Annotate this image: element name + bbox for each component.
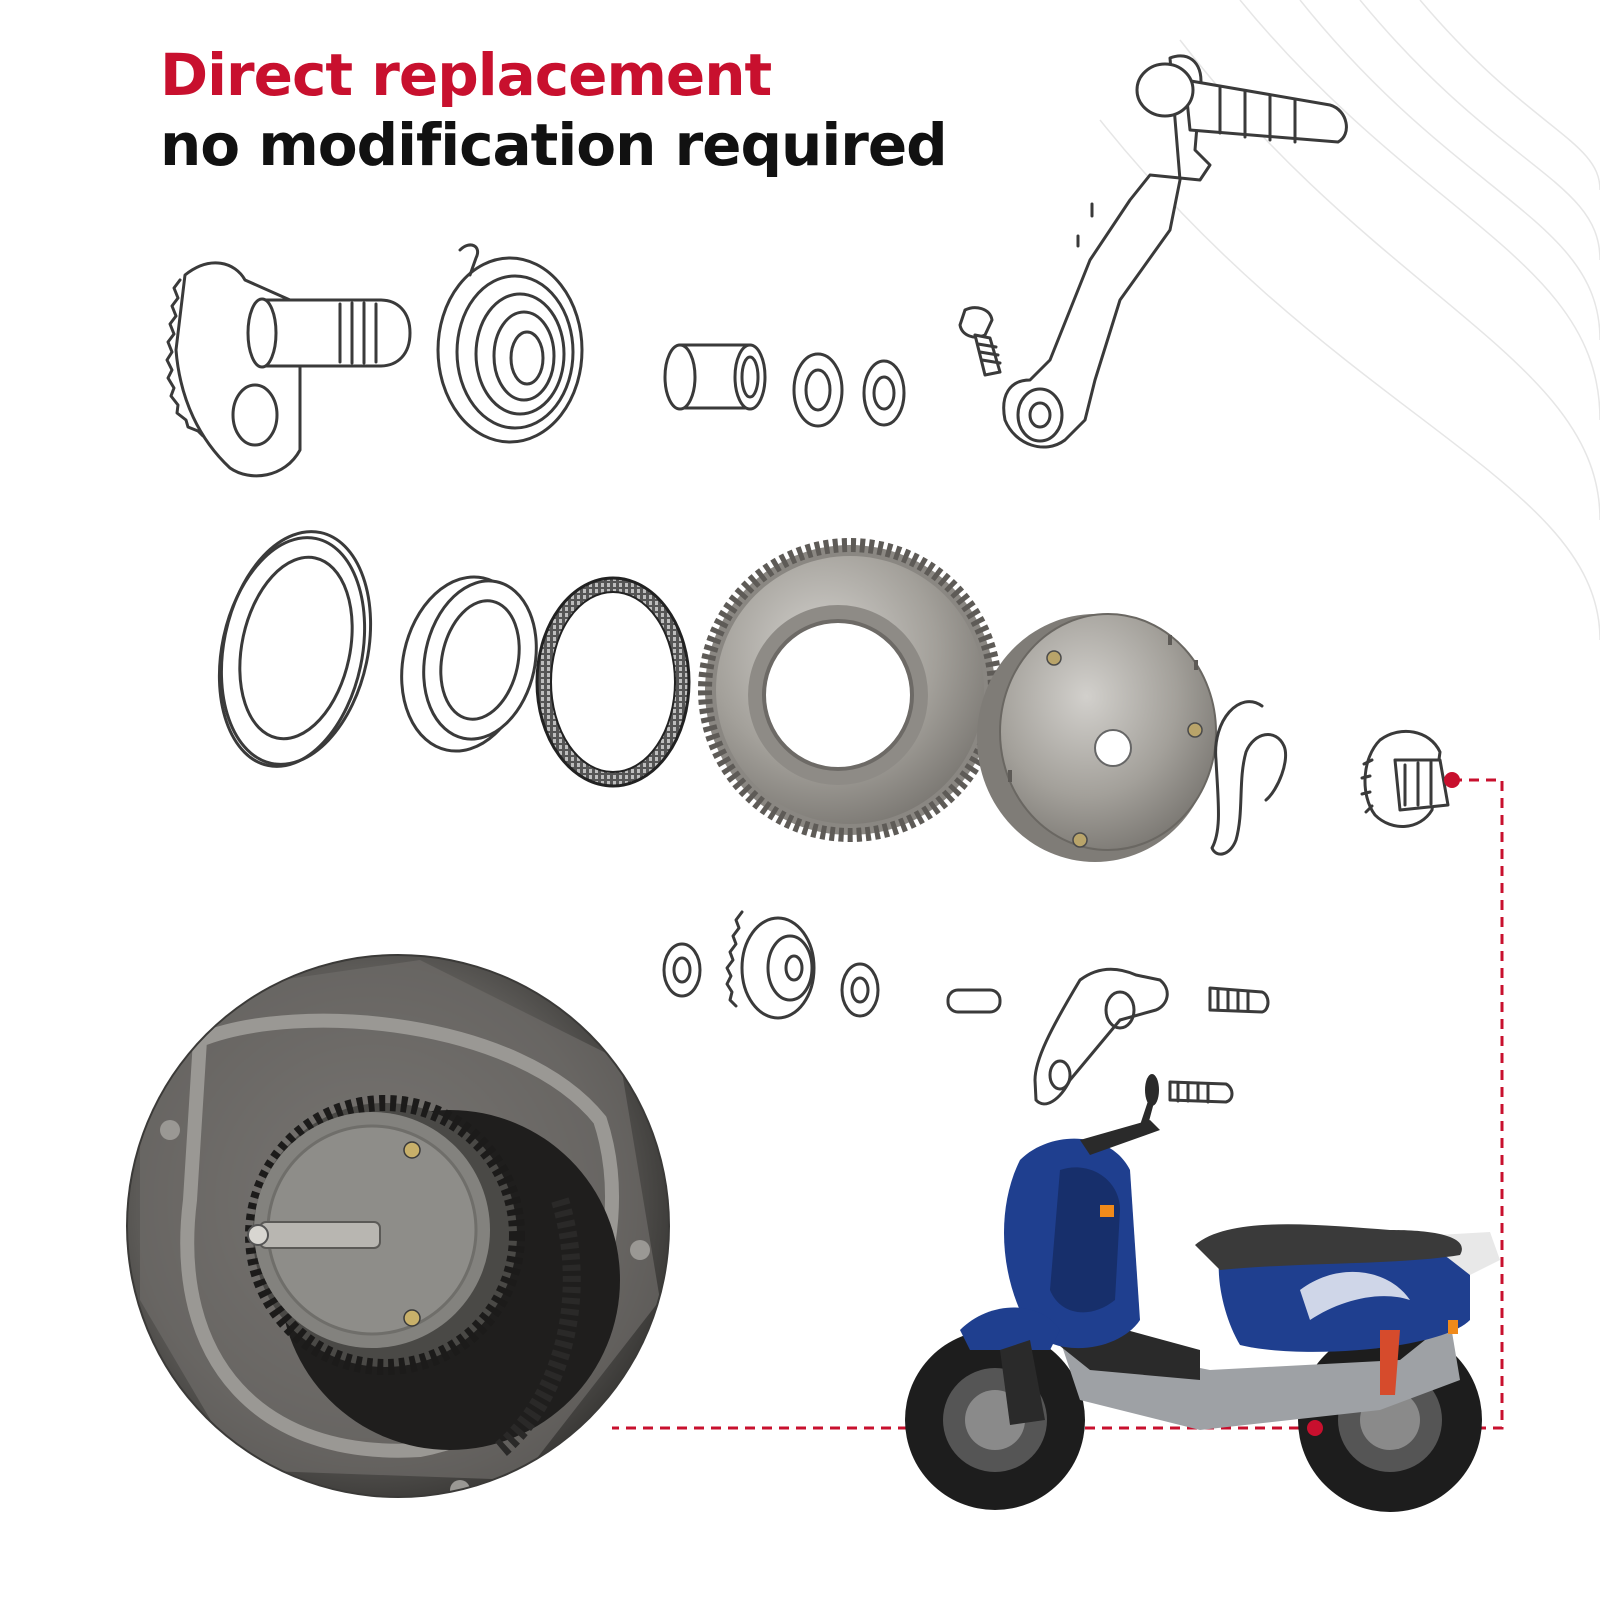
headline: Direct replacement no modification requi… [160,40,948,180]
clutch-housing-photo [977,613,1217,862]
kick-shaft-gear-drawing [165,261,412,478]
callout-dot-scooter [1307,1420,1323,1436]
headline-line-1: Direct replacement [160,41,772,109]
starter-gear-photo [698,538,1002,842]
bushing-and-washers-drawing [663,343,906,428]
thrust-washer-drawing [217,530,373,768]
pinion-gear-drawing [1360,730,1450,828]
kick-lever-drawing [958,54,1348,449]
idler-gear-set-drawing [662,910,1270,1106]
headline-line-2: no modification required [160,111,948,179]
scooter-photo [905,1074,1500,1512]
bearing-cup-drawing [400,575,538,753]
circlip-drawing [1210,700,1287,856]
engine-installed-photo [126,954,670,1498]
needle-bearing-photo [535,576,691,788]
return-spring-drawing [436,243,584,444]
